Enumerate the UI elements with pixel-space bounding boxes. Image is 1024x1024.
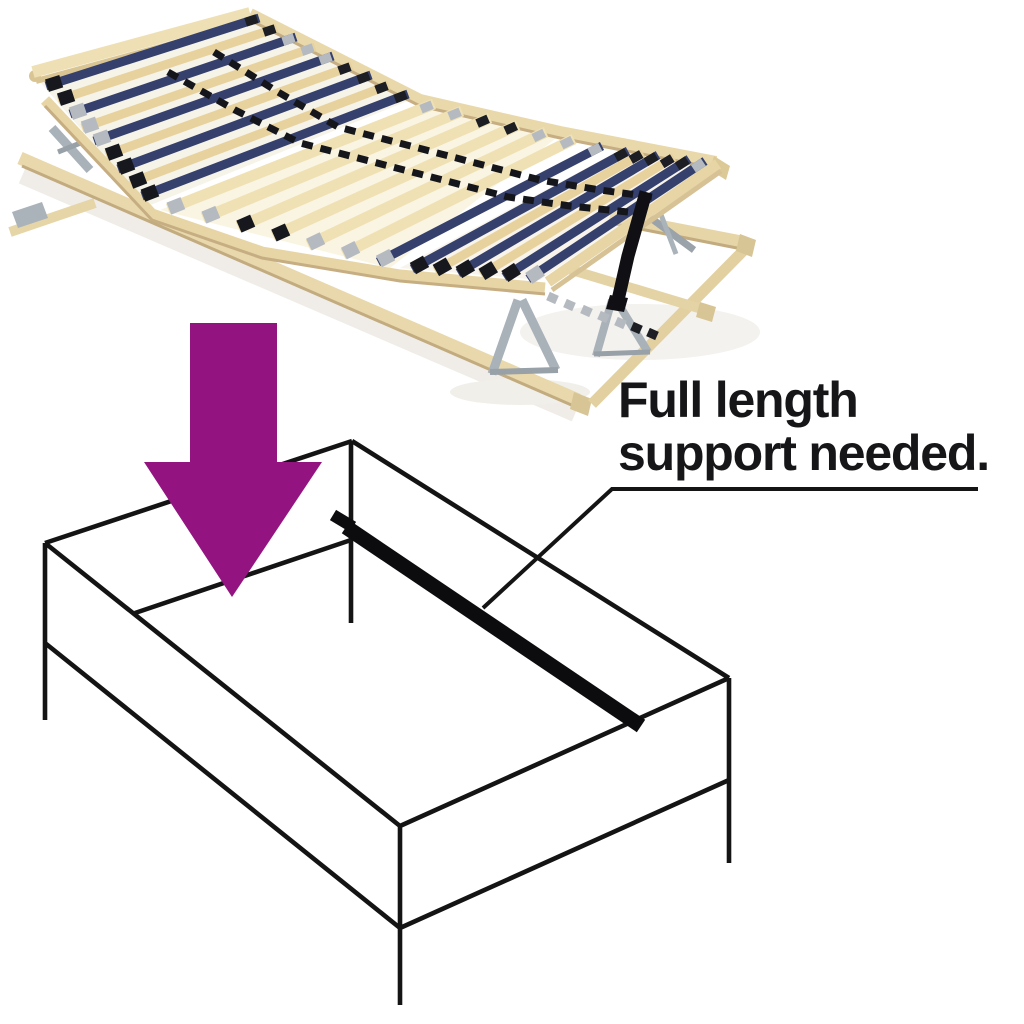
slat-holder [306, 232, 326, 251]
slat [305, 127, 549, 250]
slat-holder [80, 116, 100, 134]
slat-end-cap [337, 62, 352, 75]
slat-end-cap [674, 156, 690, 171]
slat [68, 32, 298, 119]
slat-end-cap [531, 128, 547, 143]
slat-end-cap [628, 150, 644, 164]
slat-end-cap [559, 135, 575, 150]
slat-end-cap [262, 24, 277, 37]
slat [375, 142, 605, 266]
slat-end-cap [393, 90, 408, 104]
slat-end-cap [690, 158, 706, 173]
slat-holder [455, 259, 476, 279]
end-rail-clips [546, 291, 659, 341]
slat-end-cap [318, 52, 333, 65]
slat [432, 149, 646, 275]
annotation-line-2: support needed. [618, 425, 990, 481]
slat-holder [340, 241, 361, 260]
slat [80, 42, 317, 133]
bed-base-photo [8, 7, 760, 422]
slat-end-cap [613, 148, 629, 162]
leader-line [481, 487, 978, 610]
slat-holder [271, 223, 291, 242]
slat-holder [501, 262, 521, 282]
slat-holder [92, 129, 112, 147]
slat [235, 112, 493, 233]
slat-holder [104, 143, 124, 161]
slat-end-cap [475, 114, 490, 128]
metal-brackets [48, 124, 697, 376]
slat-end-cap [356, 71, 371, 85]
slat [409, 147, 631, 273]
support-beam [329, 509, 646, 733]
slat-holder [44, 74, 64, 92]
slat [340, 134, 577, 259]
slat-holder [68, 102, 88, 120]
slat-end-cap [643, 152, 659, 166]
connector-chains [166, 49, 653, 216]
slat [525, 157, 708, 283]
annotation-line-1: Full length [618, 372, 859, 428]
slat [140, 89, 410, 201]
slat-holder [140, 184, 160, 202]
slat-end-cap [659, 154, 675, 169]
slat [478, 153, 677, 279]
slat-end-cap [419, 100, 434, 114]
slat-holder [128, 171, 148, 189]
hanging-strap [606, 190, 653, 312]
slat-end-cap [447, 107, 462, 121]
slat-holder [201, 205, 221, 224]
slat [501, 155, 692, 281]
annotation-text: Full length support needed. [618, 372, 990, 481]
slat-end-cap [281, 33, 296, 46]
slat-holder [525, 264, 545, 284]
slat [92, 51, 335, 146]
slat-end-cap [503, 121, 519, 135]
slat [165, 98, 437, 215]
slat-holder [116, 157, 136, 175]
slat-holder [56, 88, 76, 106]
slat [44, 13, 261, 91]
slat [104, 61, 354, 160]
slat [270, 119, 521, 242]
slat [128, 80, 391, 188]
slat-holder [409, 255, 430, 275]
bed-frame-drawing [42, 438, 978, 1005]
slat-holder [375, 248, 396, 268]
slat-end-cap [244, 14, 259, 27]
slat-holder [432, 257, 453, 277]
slat [116, 70, 373, 174]
slat [455, 151, 661, 277]
slat [56, 23, 279, 105]
slat-holder [478, 261, 499, 281]
slat-holders [44, 74, 545, 284]
slat [200, 105, 465, 224]
slat-holder [166, 197, 186, 215]
slat-end-caps [244, 14, 706, 173]
slat-end-cap [374, 81, 389, 95]
slats [44, 13, 708, 283]
slat-end-cap [300, 43, 315, 56]
down-arrow-icon [144, 323, 322, 597]
slat-holder [236, 214, 256, 233]
slat-end-cap [587, 142, 603, 157]
